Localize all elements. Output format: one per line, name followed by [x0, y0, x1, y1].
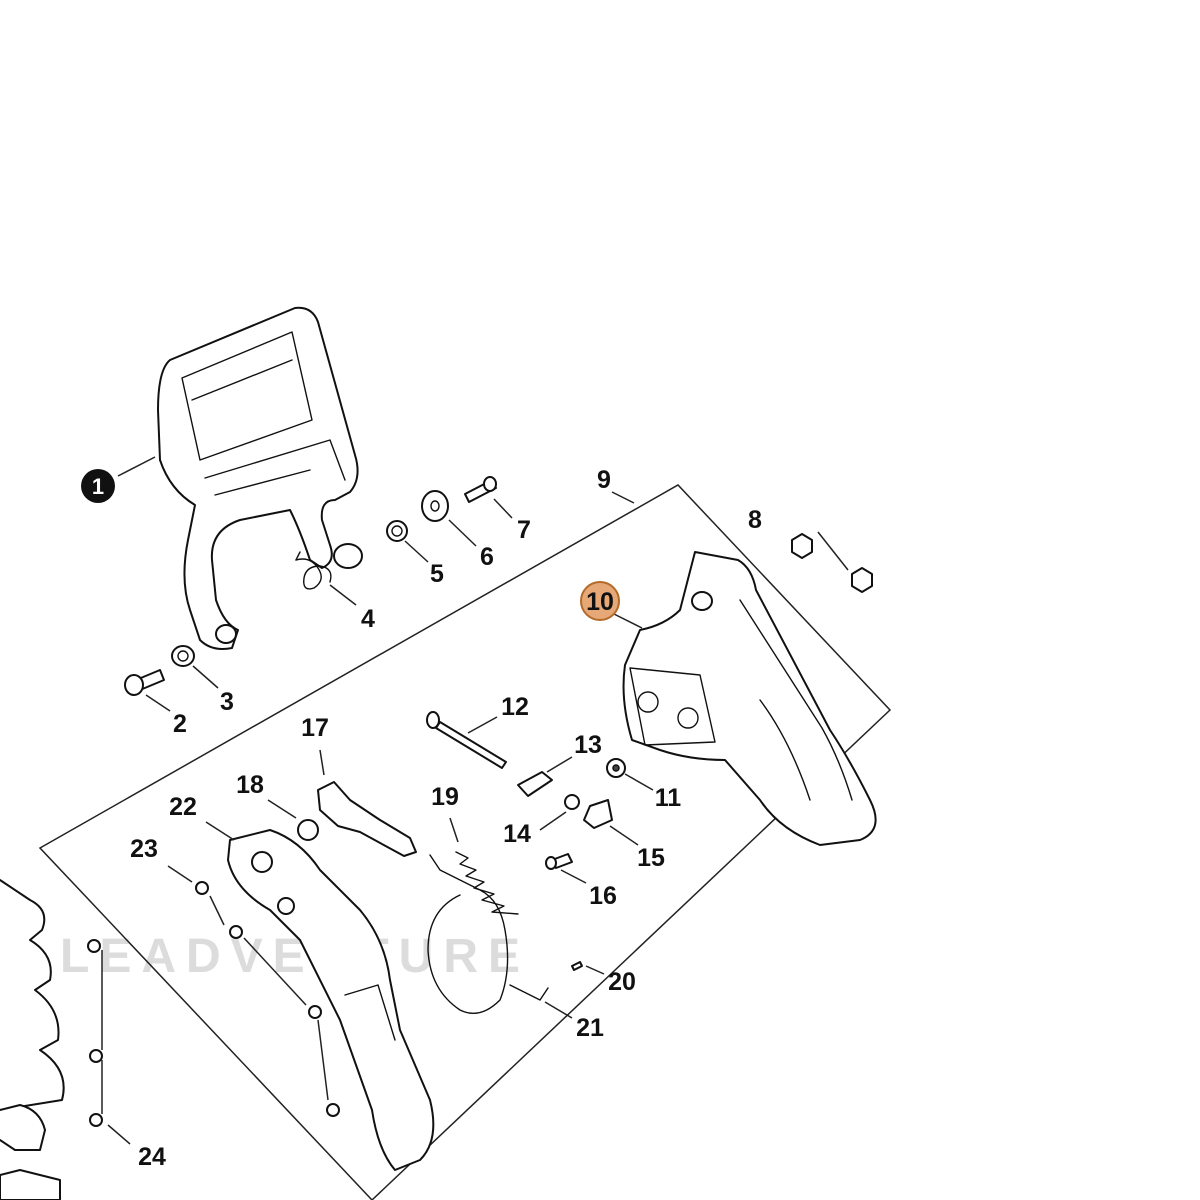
watermark-text: LEADVENTURE: [60, 930, 530, 983]
callout-24-label: 24: [138, 1143, 166, 1171]
nut-part: [791, 533, 873, 593]
washer-part: [421, 490, 449, 522]
tensioner-slider-part: [517, 771, 553, 797]
leader-lines: [101, 456, 849, 1145]
callout-13[interactable]: 13: [574, 731, 602, 759]
callout-9-label: 9: [597, 466, 611, 494]
sprocket-cover-part: [622, 551, 877, 846]
sleeve-part: [386, 520, 408, 542]
screw-16-part: [545, 853, 573, 870]
callout-10-label: 10: [586, 588, 614, 616]
callout-2-label: 2: [173, 710, 187, 738]
callout-24[interactable]: 24: [138, 1143, 166, 1171]
callout-18-label: 18: [236, 771, 264, 799]
bracket-part: [583, 799, 613, 829]
screw-2-part: [124, 669, 165, 696]
callout-3[interactable]: 3: [220, 688, 234, 716]
washer-3-part: [171, 645, 195, 667]
callout-19[interactable]: 19: [431, 783, 459, 811]
callout-16[interactable]: 16: [589, 882, 617, 910]
callout-2[interactable]: 2: [173, 710, 187, 738]
torsion-spring-part: [295, 551, 332, 590]
brake-lever-part: [317, 781, 417, 857]
callout-8-label: 8: [748, 506, 762, 534]
gear-part: [606, 758, 626, 778]
callout-18[interactable]: 18: [236, 771, 264, 799]
callout-17[interactable]: 17: [301, 714, 329, 742]
callout-23-label: 23: [130, 835, 158, 863]
assembly-group-frame: [38, 484, 892, 1200]
screw-7-part: [464, 476, 497, 503]
callout-11-label: 11: [655, 784, 682, 812]
bumper-spike-part: [0, 879, 65, 1200]
callout-4-label: 4: [361, 605, 375, 633]
callout-16-label: 16: [589, 882, 617, 910]
screws-24-part: [87, 939, 103, 1127]
callout-4[interactable]: 4: [361, 605, 375, 633]
callout-22-label: 22: [169, 793, 197, 821]
callout-12[interactable]: 12: [501, 693, 529, 721]
callout-7-label: 7: [517, 516, 531, 544]
callout-10-highlighted[interactable]: 10: [580, 581, 620, 621]
callout-14[interactable]: 14: [503, 820, 531, 848]
callout-11[interactable]: 11: [655, 784, 682, 812]
callout-20[interactable]: 20: [608, 968, 636, 996]
callout-23[interactable]: 23: [130, 835, 158, 863]
callout-7[interactable]: 7: [517, 516, 531, 544]
callout-5[interactable]: 5: [430, 560, 444, 588]
callout-22[interactable]: 22: [169, 793, 197, 821]
sleeve-18-part: [297, 819, 319, 841]
callout-12-label: 12: [501, 693, 529, 721]
pin-part: [571, 961, 583, 971]
small-gear-part: [564, 794, 580, 810]
screws-23-part: [195, 881, 340, 1117]
callout-13-label: 13: [574, 731, 602, 759]
callout-1-label: 1: [92, 474, 104, 499]
callout-14-label: 14: [503, 820, 531, 848]
callout-6-label: 6: [480, 543, 494, 571]
brake-band-part: [427, 854, 549, 1014]
callout-21[interactable]: 21: [576, 1014, 604, 1042]
callout-5-label: 5: [430, 560, 444, 588]
callout-20-label: 20: [608, 968, 636, 996]
callout-21-label: 21: [576, 1014, 604, 1042]
brake-handle-part: [227, 829, 435, 1171]
callout-15-label: 15: [637, 844, 665, 872]
callout-17-label: 17: [301, 714, 329, 742]
callout-9[interactable]: 9: [597, 466, 611, 494]
spring-19-part: [455, 851, 519, 915]
callout-3-label: 3: [220, 688, 234, 716]
callout-6[interactable]: 6: [480, 543, 494, 571]
tensioner-screw-part: [426, 711, 507, 769]
callout-1[interactable]: 1: [81, 469, 115, 503]
callout-19-label: 19: [431, 783, 459, 811]
callout-8[interactable]: 8: [748, 506, 762, 534]
hand-guard-part: [157, 306, 363, 650]
callout-15[interactable]: 15: [637, 844, 665, 872]
